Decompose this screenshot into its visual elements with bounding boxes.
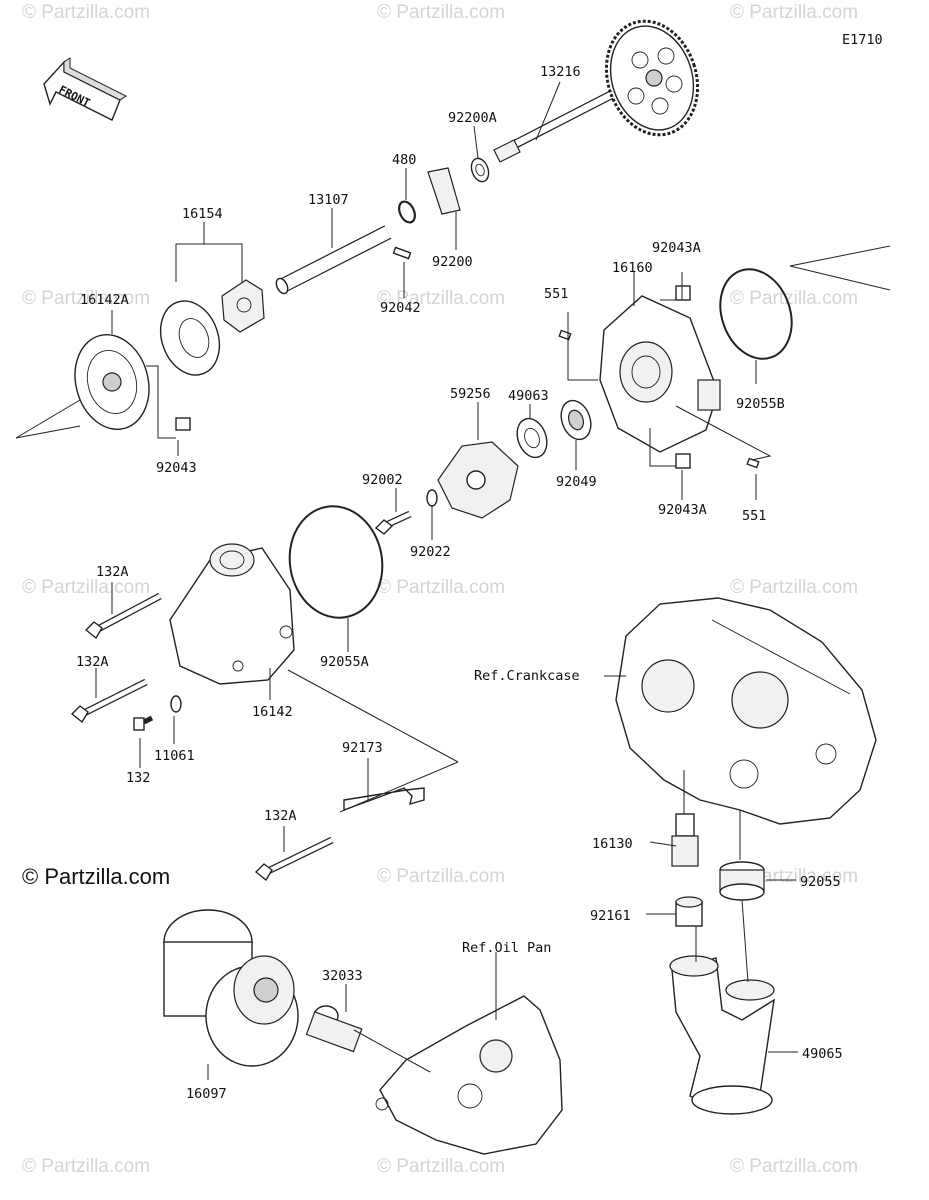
watermark: © Partzilla.com xyxy=(730,2,858,23)
part-label: 92043A xyxy=(652,240,701,256)
seal-49063 xyxy=(516,417,548,459)
part-label: 92055B xyxy=(736,396,785,412)
part-label: 92043 xyxy=(156,460,197,476)
leader-lines xyxy=(15,81,891,1080)
part-label: 132A xyxy=(76,654,109,670)
part-label: 92200 xyxy=(432,254,473,270)
collar-92161 xyxy=(675,896,703,927)
watermark: © Partzilla.com xyxy=(730,577,858,598)
oil-filter-16097 xyxy=(163,909,299,1067)
copyright-text: © Partzilla.com xyxy=(22,864,170,889)
strainer-49065 xyxy=(669,955,775,1115)
crankcase-ref xyxy=(615,597,877,825)
part-label: 92049 xyxy=(556,474,597,490)
watermark: © Partzilla.com xyxy=(22,577,150,598)
part-label: 92055 xyxy=(800,874,841,890)
dowel-92043 xyxy=(175,417,191,431)
shaft-13107 xyxy=(275,225,392,295)
o-ring-92055A xyxy=(288,505,384,619)
gear-shaft-13216 xyxy=(493,19,700,163)
part-label: 92161 xyxy=(590,908,631,924)
plate-92200 xyxy=(427,167,461,215)
pump-cover-16142A xyxy=(74,334,150,430)
pump-body-16160 xyxy=(599,295,721,453)
watermark: © Partzilla.com xyxy=(377,577,505,598)
part-label: 32033 xyxy=(322,968,363,984)
part-label: 92022 xyxy=(410,544,451,560)
part-label: 480 xyxy=(392,152,416,168)
ref-crankcase-label: Ref.Crankcase xyxy=(474,668,580,684)
watermark: © Partzilla.com xyxy=(377,288,505,309)
oil-pan-ref xyxy=(375,995,563,1155)
part-label: 16154 xyxy=(182,206,223,222)
front-arrow-icon: FRONT xyxy=(43,57,127,121)
part-label: 92042 xyxy=(380,300,421,316)
bolt-132A-2 xyxy=(70,678,148,724)
washer-11061 xyxy=(170,695,182,713)
watermark: © Partzilla.com xyxy=(22,288,150,309)
part-label: 132A xyxy=(96,564,129,580)
pin-92042 xyxy=(392,246,412,260)
part-label: 16130 xyxy=(592,836,633,852)
pin-551-bot xyxy=(746,457,760,469)
inner-rotor-16154 xyxy=(221,279,265,333)
part-label: 92055A xyxy=(320,654,369,670)
part-label: 551 xyxy=(544,286,568,302)
part-label: 16142 xyxy=(252,704,293,720)
watermark: © Partzilla.com xyxy=(730,288,858,309)
diagram-code: E1710 xyxy=(842,32,883,48)
o-ring-92055B xyxy=(719,268,793,360)
pipe-32033 xyxy=(305,1005,363,1053)
part-labels: 13216 92200A 480 92200 13107 92042 16154… xyxy=(76,64,843,1102)
watermark: © Partzilla.com xyxy=(377,866,505,887)
watermark: © Partzilla.com xyxy=(730,1156,858,1177)
part-label: 13216 xyxy=(540,64,581,80)
ref-oil-pan-label: Ref.Oil Pan xyxy=(462,940,551,956)
washer-92200A xyxy=(470,157,490,183)
washer-92022 xyxy=(426,489,438,507)
watermark: © Partzilla.com xyxy=(22,1156,150,1177)
part-label: 11061 xyxy=(154,748,195,764)
bolt-132A-3 xyxy=(254,836,334,882)
part-label: 132 xyxy=(126,770,150,786)
nipple-16130 xyxy=(671,813,699,867)
part-label: 92043A xyxy=(658,502,707,518)
watermark: © Partzilla.com xyxy=(377,2,505,23)
part-label: 49065 xyxy=(802,1046,843,1062)
part-label: 92002 xyxy=(362,472,403,488)
impeller-59256 xyxy=(437,441,519,519)
bolt-132 xyxy=(133,715,154,731)
watermark: © Partzilla.com xyxy=(377,1156,505,1177)
part-label: 49063 xyxy=(508,388,549,404)
bolt-132A-1 xyxy=(84,592,162,640)
dowel-92043A-bot xyxy=(675,453,691,469)
part-label: 59256 xyxy=(450,386,491,402)
part-label: 16142A xyxy=(80,292,129,308)
part-label: 92173 xyxy=(342,740,383,756)
bolt-92002 xyxy=(374,510,412,535)
watermarks: © Partzilla.com © Partzilla.com © Partzi… xyxy=(22,2,858,1177)
pump-housing-16142 xyxy=(169,543,295,685)
pin-551-top xyxy=(558,329,572,341)
part-label: 132A xyxy=(264,808,297,824)
watermark: © Partzilla.com xyxy=(22,2,150,23)
o-ring-92055 xyxy=(719,861,765,901)
outer-rotor xyxy=(159,300,221,376)
part-label: 16160 xyxy=(612,260,653,276)
bracket-92173 xyxy=(343,787,425,812)
snap-ring-480 xyxy=(398,200,416,224)
part-label: 16097 xyxy=(186,1086,227,1102)
washer-92200A-inner xyxy=(475,163,485,177)
part-label: 551 xyxy=(742,508,766,524)
dowel-92043A-top xyxy=(675,285,691,301)
bearing-92049 xyxy=(560,399,592,441)
part-label: 13107 xyxy=(308,192,349,208)
part-label: 92200A xyxy=(448,110,497,126)
